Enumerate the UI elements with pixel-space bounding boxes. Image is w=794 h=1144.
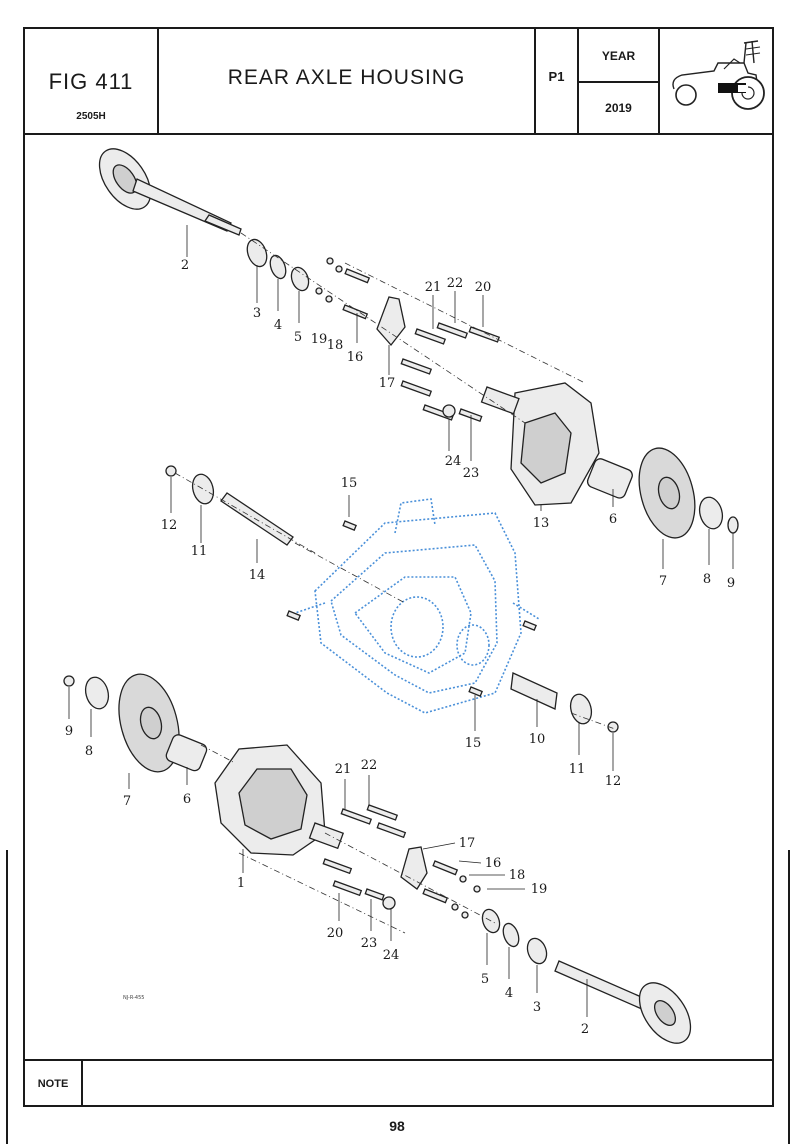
sleeve-6-upper [586, 458, 633, 499]
callout-20-lower: 20 [327, 926, 344, 941]
shaft-14 [220, 492, 294, 546]
ring-9-upper [727, 516, 739, 534]
callout-15-upper: 15 [341, 476, 358, 491]
fig-cell: FIG 411 2505H [25, 29, 159, 133]
callout-22-lower: 22 [361, 758, 378, 773]
axle-shaft-upper [98, 148, 242, 236]
bearing-8-upper [698, 496, 724, 530]
callout-16-upper: 16 [347, 350, 364, 365]
callout-16-lower: 16 [485, 856, 502, 871]
diagram-svg: 2 3 4 5 19 18 16 17 21 22 20 24 23 13 [63, 148, 739, 1044]
callout-12-upper: 12 [161, 518, 178, 533]
tractor-icon [672, 40, 765, 110]
right-margin-line [788, 850, 790, 1144]
callout-21-lower: 21 [335, 762, 352, 777]
year-cell: YEAR 2019 [579, 29, 660, 133]
callout-6-lower: 6 [183, 792, 191, 807]
shaft-10 [510, 672, 558, 710]
ring-9-lower [63, 675, 75, 687]
small-fasteners-lower [422, 860, 481, 919]
callout-13: 13 [533, 516, 550, 531]
note-label: NOTE [37, 1078, 69, 1090]
callout-19-upper: 19 [311, 332, 328, 347]
pin-15-upper [342, 520, 357, 531]
bearing-11-upper [191, 473, 215, 505]
callout-23-lower: 23 [361, 936, 378, 951]
callout-11-upper: 11 [191, 544, 208, 559]
callout-12-lower: 12 [605, 774, 622, 789]
callout-2-upper: 2 [181, 258, 189, 273]
callout-9-lower: 9 [65, 724, 73, 739]
note-label-cell: NOTE [25, 1061, 83, 1107]
ring-4-lower [502, 922, 520, 948]
callout-22-upper: 22 [447, 276, 464, 291]
bearing-8-lower [84, 676, 110, 710]
ring-4-upper [269, 254, 287, 280]
year-label: YEAR [601, 49, 636, 63]
callout-18-lower: 18 [509, 868, 526, 883]
clip-12-upper [165, 465, 177, 477]
pin-15-right [522, 620, 537, 631]
plate-17-lower [400, 846, 428, 890]
callout-17-upper: 17 [379, 376, 396, 391]
year-value: 2019 [605, 101, 632, 115]
callout-20-upper: 20 [475, 280, 492, 295]
callout-1: 1 [237, 876, 245, 891]
bearing-11-lower [569, 693, 593, 725]
callout-23-upper: 23 [463, 466, 480, 481]
callout-18-upper: 18 [327, 338, 344, 353]
page-code-cell: P1 [536, 29, 579, 133]
callout-6-upper: 6 [609, 512, 617, 527]
callout-19-lower: 19 [531, 882, 548, 897]
callout-8-lower: 8 [85, 744, 93, 759]
callout-5-lower: 5 [481, 972, 489, 987]
left-margin-line [6, 850, 8, 1144]
callout-9-upper: 9 [727, 576, 735, 591]
tractor-cell [660, 29, 774, 133]
seal-3-upper [246, 238, 268, 268]
housing-1 [214, 744, 345, 856]
small-fasteners-upper [315, 257, 371, 320]
plate-17-upper [376, 296, 406, 347]
callout-7-lower: 7 [123, 794, 131, 809]
pin-15-lower [468, 686, 483, 697]
callout-3-lower: 3 [533, 1000, 541, 1015]
callout-24-lower: 24 [383, 948, 400, 963]
page-code: P1 [548, 69, 565, 84]
callout-17-lower: 17 [459, 836, 476, 851]
page-number: 98 [389, 1118, 405, 1134]
note-row: NOTE [25, 1059, 772, 1107]
exploded-parts-diagram: 2 3 4 5 19 18 16 17 21 22 20 24 23 13 [25, 133, 772, 1061]
housing-13 [480, 382, 600, 506]
sleeve-6-lower [165, 734, 208, 772]
title-cell: REAR AXLE HOUSING [159, 29, 536, 133]
callout-4-lower: 4 [505, 986, 513, 1001]
bolts-lower [322, 804, 407, 910]
model-code: 2505H [76, 111, 106, 122]
callout-15-lower: 15 [465, 736, 482, 751]
callout-11-lower: 11 [569, 762, 586, 777]
bearing-5-upper [290, 266, 310, 292]
callout-21-upper: 21 [425, 280, 442, 295]
callout-5-upper: 5 [294, 330, 302, 345]
drawing-code: NJ-R-455 [123, 995, 144, 1001]
axle-shaft-lower [554, 960, 692, 1044]
callout-24-upper: 24 [445, 454, 462, 469]
bolts-upper [400, 322, 501, 423]
clip-12-lower [607, 721, 619, 733]
callout-3-upper: 3 [253, 306, 261, 321]
callout-4-upper: 4 [274, 318, 282, 333]
callout-7-upper: 7 [659, 574, 667, 589]
seal-3-lower [526, 937, 548, 965]
callout-2-lower: 2 [581, 1022, 589, 1037]
page-frame: FIG 411 2505H REAR AXLE HOUSING P1 YEAR … [23, 27, 774, 1107]
callout-14: 14 [249, 568, 266, 583]
fig-label: FIG 411 [48, 69, 134, 94]
transmission-case [294, 498, 540, 714]
page-title: REAR AXLE HOUSING [227, 66, 466, 89]
header-table: FIG 411 2505H REAR AXLE HOUSING P1 YEAR … [25, 29, 772, 135]
pin-15-left [286, 610, 301, 621]
callout-8-upper: 8 [703, 572, 711, 587]
callout-10: 10 [529, 732, 546, 747]
